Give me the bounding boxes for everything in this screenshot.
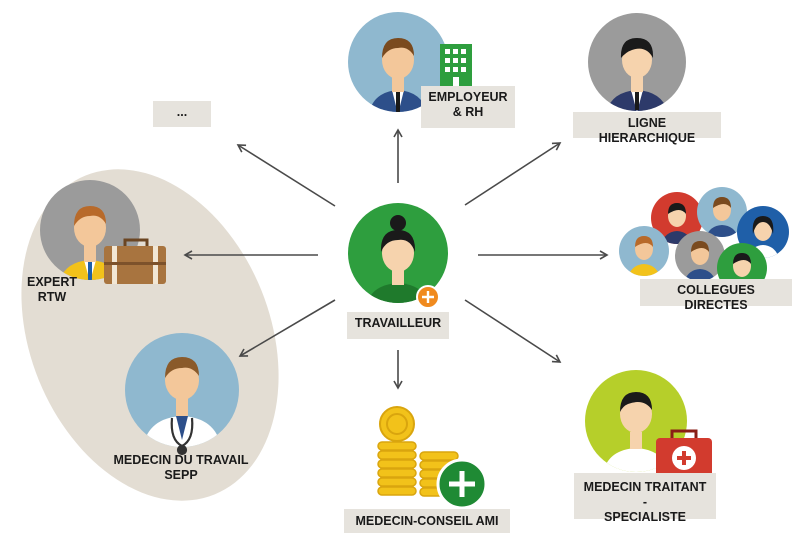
expert-label: EXPERT RTW — [22, 275, 82, 305]
hierarchy-label: LIGNE HIERARCHIQUE — [573, 112, 721, 145]
occupational-doctor-label-line2: SEPP — [164, 468, 198, 482]
colleagues-label-text: COLLEGUES DIRECTES — [677, 283, 755, 312]
arrows — [183, 128, 609, 390]
employer-label-line2: & RH — [452, 105, 484, 119]
treating-doctor-node — [585, 370, 712, 478]
coins-plus-icon — [377, 406, 488, 510]
other-label: ... — [153, 101, 211, 127]
worker-with-plus-icon — [416, 285, 440, 309]
expert-label-line2: RTW — [37, 290, 67, 304]
first-aid-kit-icon — [656, 429, 712, 478]
expert-node — [40, 180, 166, 284]
hierarchy-node — [588, 13, 686, 111]
advisory-doctor-label-text: MEDECIN-CONSEIL AMI — [355, 514, 499, 528]
arrow-to-other — [236, 144, 336, 207]
employer-label: EMPLOYEUR & RH — [421, 86, 515, 128]
employer-label-line1: EMPLOYEUR — [428, 90, 508, 104]
office-building-icon — [440, 44, 472, 88]
other-label-text: ... — [176, 105, 188, 119]
advisory-doctor-label: MEDECIN-CONSEIL AMI — [344, 509, 510, 533]
arrow-to-occupational-doctor — [238, 299, 336, 357]
occupational-doctor-label-line1: MEDECIN DU TRAVAIL — [113, 453, 249, 467]
colleagues-label: COLLEGUES DIRECTES — [640, 279, 792, 312]
arrow-to-hierarchy — [464, 142, 562, 206]
stethoscope-icon — [170, 417, 194, 456]
hierarchy-label-text: LIGNE HIERARCHIQUE — [598, 116, 696, 145]
arrow-to-treating-doctor — [464, 299, 562, 363]
treating-doctor-label: MEDECIN TRAITANT - SPECIALISTE — [574, 473, 716, 524]
treating-doctor-label-line1: MEDECIN TRAITANT - — [583, 480, 707, 509]
colleagues-node — [619, 187, 789, 293]
worker-label: TRAVAILLEUR — [347, 312, 449, 339]
worker-node — [348, 203, 448, 309]
advisory-doctor-node — [377, 406, 488, 510]
worker-label-text: TRAVAILLEUR — [354, 316, 442, 330]
expert-label-line1: EXPERT — [26, 275, 77, 289]
occupational-doctor-label: MEDECIN DU TRAVAIL SEPP — [96, 453, 266, 483]
treating-doctor-label-line2: SPECIALISTE — [604, 510, 686, 524]
briefcase-icon — [104, 238, 166, 284]
